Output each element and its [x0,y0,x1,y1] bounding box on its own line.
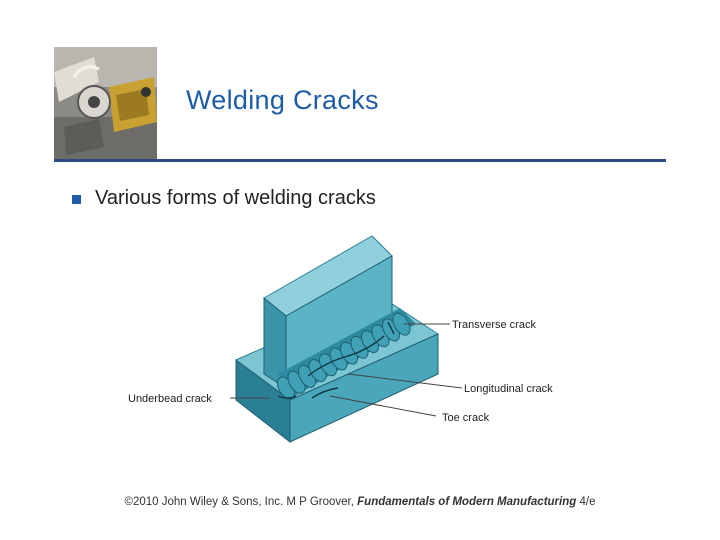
title-underline-divider [54,159,666,162]
bullet-text: Various forms of welding cracks [95,187,376,210]
slide-title: Welding Cracks [186,85,379,116]
square-bullet-icon [72,195,81,204]
footer-prefix: ©2010 John Wiley & Sons, Inc. M P Groove… [125,496,358,508]
toe-crack-label: Toe crack [442,412,490,424]
transverse-crack-label: Transverse crack [452,319,536,331]
footer-book-title: Fundamentals of Modern Manufacturing [357,496,576,508]
underbead-crack-label: Underbead crack [128,393,212,405]
longitudinal-crack-label: Longitudinal crack [464,383,553,395]
weld-crack-diagram: Transverse crack Longitudinal crack Unde… [120,228,580,450]
copyright-footer: ©2010 John Wiley & Sons, Inc. M P Groove… [0,496,720,508]
footer-suffix: 4/e [576,496,595,508]
header-photo-thumbnail [54,47,157,160]
